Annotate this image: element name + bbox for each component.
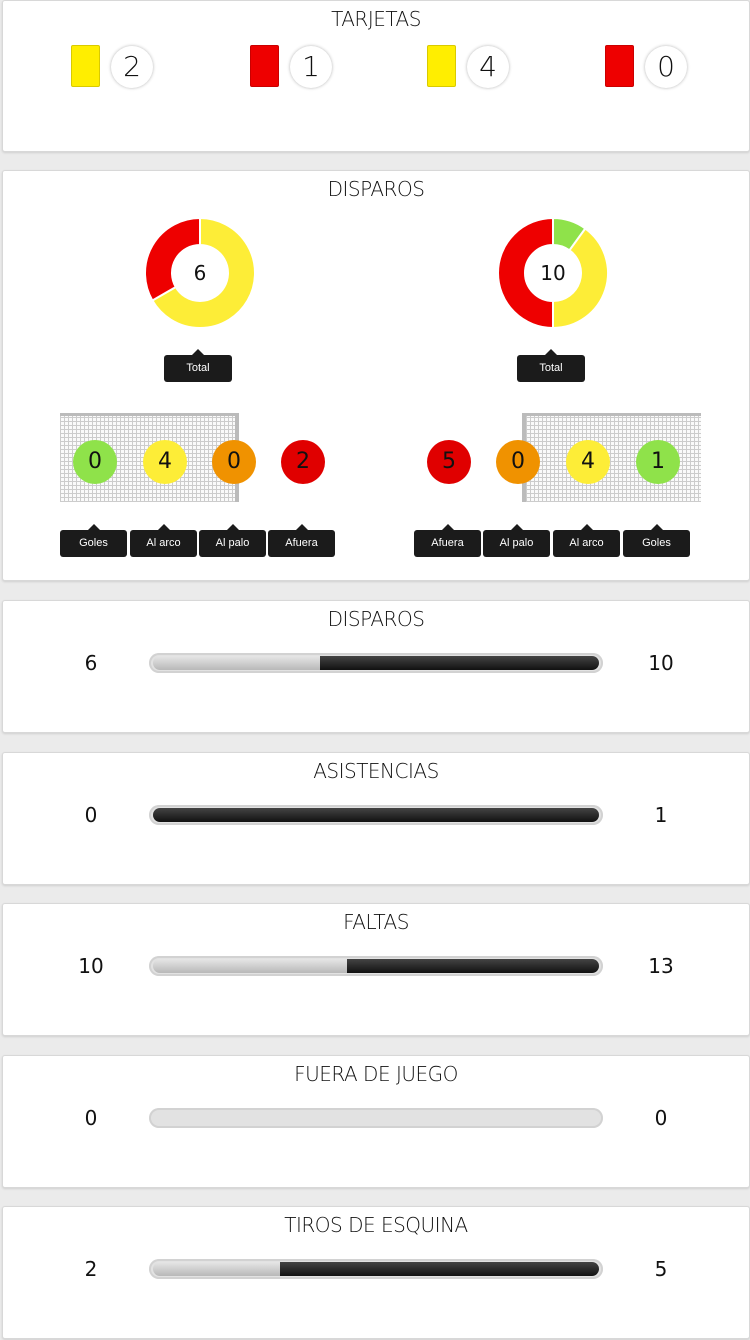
away-shot-count: 4 — [566, 440, 610, 484]
home-value: 2 — [84, 1257, 98, 1281]
comparison-bar — [149, 1108, 603, 1128]
card-icon — [427, 45, 456, 87]
card-count: 2 — [111, 46, 153, 88]
home-value: 6 — [84, 651, 98, 675]
disparos-title: DISPAROS — [327, 177, 425, 201]
away-total-value: 10 — [540, 261, 566, 285]
away-shot-label: Al arco — [553, 524, 620, 557]
stat-title: TIROS DE ESQUINA — [284, 1213, 468, 1237]
stat-card: FUERA DE JUEGO 0 0 — [2, 1055, 750, 1188]
away-bar-fill — [280, 1262, 599, 1276]
stat-card: DISPAROS 6 10 — [2, 600, 750, 733]
home-bar-fill — [153, 656, 321, 670]
comparison-bar — [149, 653, 603, 673]
home-shot-count: 0 — [212, 440, 256, 484]
home-shot-label: Goles — [60, 524, 127, 557]
home-shot-label: Al palo — [199, 524, 266, 557]
away-shot-count: 5 — [427, 440, 471, 484]
card-icon — [605, 45, 634, 87]
card-icon — [250, 45, 279, 87]
away-value: 0 — [654, 1106, 668, 1130]
away-shot-count: 1 — [636, 440, 680, 484]
home-bar-fill — [153, 1262, 281, 1276]
tarjetas-card: TARJETAS 2 1 4 0 — [2, 0, 750, 152]
away-value: 1 — [654, 803, 668, 827]
donut-slice — [151, 217, 256, 329]
home-total-label: Total — [164, 349, 232, 382]
away-shot-label: Goles — [623, 524, 690, 557]
home-donut-chart — [144, 217, 256, 329]
card-count: 4 — [467, 46, 509, 88]
home-bar-fill — [153, 959, 347, 973]
card-icon — [71, 45, 100, 87]
tarjetas-title: TARJETAS — [331, 7, 421, 31]
away-bar-fill — [320, 656, 599, 670]
away-total-label: Total — [517, 349, 585, 382]
away-value: 5 — [654, 1257, 668, 1281]
away-value: 13 — [648, 954, 674, 978]
stat-title: DISPAROS — [327, 607, 425, 631]
card-count: 1 — [290, 46, 332, 88]
stat-card: FALTAS 10 13 — [2, 903, 750, 1036]
away-donut-chart — [497, 217, 609, 329]
comparison-bar — [149, 805, 603, 825]
away-shot-label: Afuera — [414, 524, 481, 557]
stat-card: ASISTENCIAS 0 1 — [2, 752, 750, 885]
home-shot-label: Afuera — [268, 524, 335, 557]
stat-title: FALTAS — [343, 910, 409, 934]
home-shot-count: 2 — [281, 440, 325, 484]
stat-title: ASISTENCIAS — [313, 759, 439, 783]
donut-slice — [497, 217, 554, 329]
home-value: 0 — [84, 803, 98, 827]
away-value: 10 — [648, 651, 674, 675]
away-bar-fill — [153, 808, 599, 822]
comparison-bar — [149, 956, 603, 976]
home-shot-count: 4 — [143, 440, 187, 484]
card-count: 0 — [645, 46, 687, 88]
home-value: 0 — [84, 1106, 98, 1130]
stat-card: TIROS DE ESQUINA 2 5 — [2, 1206, 750, 1339]
away-bar-fill — [346, 959, 599, 973]
donut-slice — [552, 227, 609, 329]
home-value: 10 — [78, 954, 104, 978]
home-total-value: 6 — [193, 261, 207, 285]
away-shot-count: 0 — [496, 440, 540, 484]
home-shot-count: 0 — [73, 440, 117, 484]
home-shot-label: Al arco — [130, 524, 197, 557]
stat-title: FUERA DE JUEGO — [294, 1062, 458, 1086]
away-shot-label: Al palo — [483, 524, 550, 557]
donut-slice — [144, 217, 201, 302]
comparison-bar — [149, 1259, 603, 1279]
